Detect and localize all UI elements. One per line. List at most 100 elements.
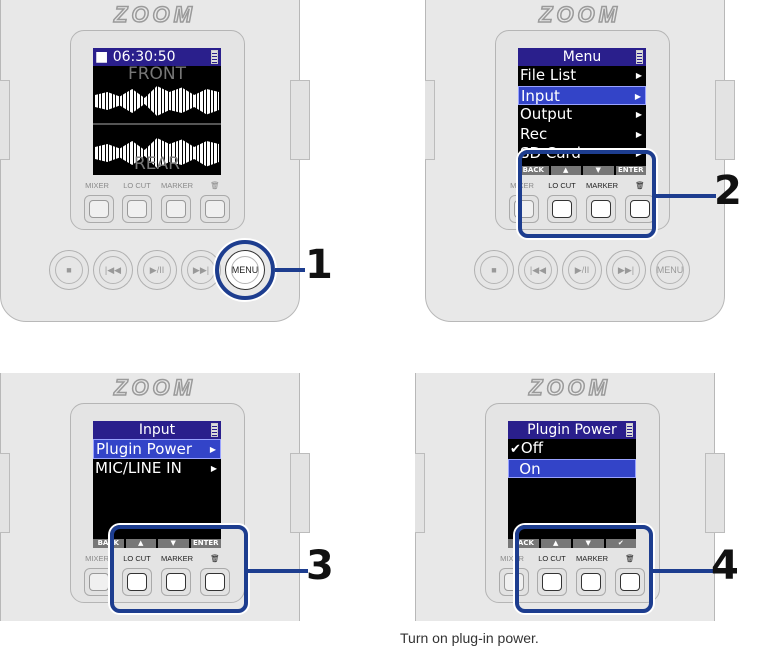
- trash-label: 🗑: [625, 554, 635, 563]
- record-time: 06:30:50: [112, 49, 176, 65]
- marker-label: MARKER: [585, 181, 619, 190]
- stop-button[interactable]: ■: [49, 250, 89, 290]
- highlight-box: [518, 150, 656, 238]
- highlight-box: [515, 525, 653, 613]
- menu-item[interactable]: ✔Off: [508, 439, 636, 459]
- side-grip: [290, 80, 310, 160]
- fkey-label: ENTER: [190, 539, 221, 548]
- fkey-label: ▼: [573, 539, 604, 548]
- fkey-label: ✔: [605, 539, 636, 548]
- battery-icon: [211, 50, 218, 64]
- marker-button[interactable]: [161, 568, 191, 596]
- menu-item[interactable]: MIC/LINE IN ▶: [93, 459, 221, 479]
- rew-button[interactable]: |◀◀: [518, 250, 558, 290]
- menu-highlight-circle: [215, 240, 275, 300]
- locut-button[interactable]: [122, 195, 152, 223]
- play-button[interactable]: ▶/II: [562, 250, 602, 290]
- mixer-button[interactable]: [509, 195, 539, 223]
- menu-item[interactable]: On: [508, 458, 636, 478]
- arrow-right-icon: ▶: [634, 91, 641, 101]
- side-grip: [425, 80, 435, 160]
- side-grip: [0, 80, 10, 160]
- arrow-right-icon: ▶: [635, 110, 642, 119]
- mixer-button[interactable]: [84, 568, 114, 596]
- callout-line: [275, 268, 305, 272]
- zoom-logo: ZOOM: [528, 374, 611, 401]
- trash-button[interactable]: [200, 568, 230, 596]
- side-grip: [415, 453, 425, 533]
- zoom-logo: ZOOM: [113, 1, 196, 28]
- trash-button[interactable]: [200, 195, 230, 223]
- title-bar: Plugin Power: [508, 421, 636, 439]
- step-number: 1: [305, 242, 333, 288]
- title-bar: Menu: [518, 48, 646, 66]
- front-waveform: [95, 86, 219, 116]
- arrow-right-icon: ▶: [209, 445, 216, 454]
- trash-button[interactable]: [615, 568, 645, 596]
- divider: [93, 123, 221, 125]
- battery-icon: [626, 423, 633, 437]
- menu-item[interactable]: File List ▶: [518, 66, 646, 86]
- locut-button[interactable]: [122, 568, 152, 596]
- arrow-right-icon: ▶: [635, 129, 642, 139]
- fkey-label: ENTER: [615, 166, 646, 175]
- ff-button[interactable]: ▶▶|: [606, 250, 646, 290]
- arrow-right-icon: ▶: [210, 463, 217, 473]
- check-icon: ✔: [510, 442, 521, 457]
- mixer-label: MIXER: [85, 181, 109, 190]
- menu-item[interactable]: Input▶: [518, 85, 646, 105]
- menu-item-label: On: [519, 459, 541, 478]
- mixer-button[interactable]: [499, 568, 529, 596]
- rew-button[interactable]: |◀◀: [93, 250, 133, 290]
- title-bar: Input: [93, 421, 221, 439]
- side-grip: [290, 453, 310, 533]
- locut-label: LO CUT: [548, 181, 576, 190]
- callout-line: [248, 569, 308, 573]
- marker-button[interactable]: [161, 195, 191, 223]
- stop-status-icon: ■: [95, 49, 113, 65]
- screen-title: Input: [138, 422, 176, 438]
- menu-item[interactable]: Plugin Power▶: [93, 439, 221, 459]
- marker-label: MARKER: [160, 181, 194, 190]
- screen-title: Plugin Power: [527, 422, 617, 438]
- rear-label: REAR: [134, 154, 180, 174]
- battery-icon: [211, 423, 218, 437]
- mixer-button[interactable]: [84, 195, 114, 223]
- menu-item[interactable]: Output ▶: [518, 105, 646, 125]
- marker-button[interactable]: [586, 195, 616, 223]
- locut-button[interactable]: [537, 568, 567, 596]
- stop-button[interactable]: ■: [474, 250, 514, 290]
- fkey-label: BACK: [93, 539, 124, 548]
- menu-item[interactable]: Rec ▶: [518, 125, 646, 145]
- menu-item-label: File List: [520, 66, 577, 84]
- side-grip: [705, 453, 725, 533]
- trash-label: 🗑: [210, 181, 220, 190]
- trash-label: 🗑: [210, 554, 220, 563]
- function-key-bar: BACK▲▼ENTER: [518, 166, 646, 175]
- fkey-label: ▼: [158, 539, 189, 548]
- menu-item-label: MIC/LINE IN: [95, 458, 182, 477]
- mixer-label: MIXER: [500, 554, 524, 563]
- status-bar: ■ 06:30:50: [93, 48, 221, 66]
- menu-item-label: Output: [520, 105, 573, 123]
- mixer-label: MIXER: [85, 554, 109, 563]
- battery-icon: [636, 50, 643, 64]
- step-number: 4: [711, 543, 739, 589]
- menu-item-label: Rec: [520, 124, 548, 143]
- fkey-label: ▲: [550, 166, 581, 175]
- caption: Turn on plug-in power.: [400, 630, 539, 646]
- arrow-right-icon: ▶: [635, 71, 642, 80]
- fkey-label: ▲: [125, 539, 156, 548]
- play-button[interactable]: ▶/II: [137, 250, 177, 290]
- locut-button[interactable]: [547, 195, 577, 223]
- fkey-label: ▼: [583, 166, 614, 175]
- marker-button[interactable]: [576, 568, 606, 596]
- trash-button[interactable]: [625, 195, 655, 223]
- callout-line: [656, 194, 716, 198]
- menu-button[interactable]: MENU: [650, 250, 690, 290]
- callout-line: [653, 569, 713, 573]
